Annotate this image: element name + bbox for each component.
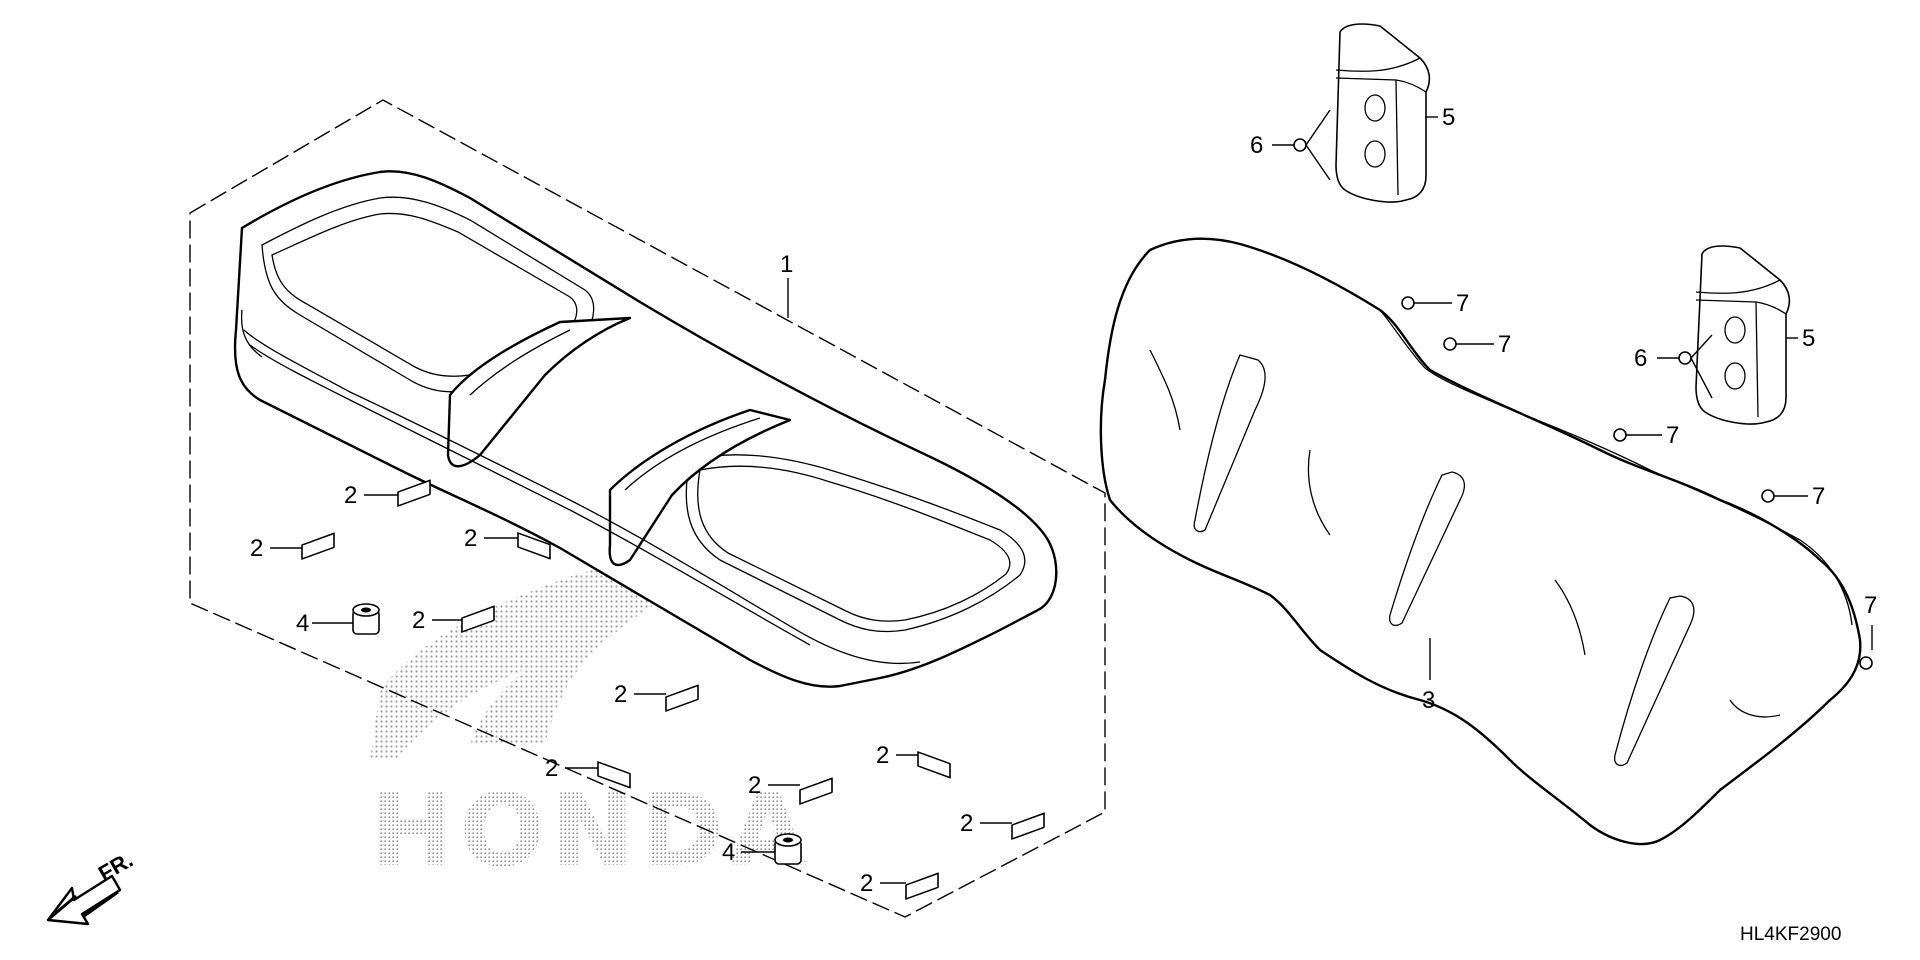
callout-back-clip: 7 xyxy=(1864,592,1877,619)
callout-clip: 2 xyxy=(960,810,973,837)
callout-back-clip: 7 xyxy=(1666,422,1679,449)
callout-back-clip: 7 xyxy=(1456,290,1469,317)
headrest-lower xyxy=(1695,245,1791,425)
callout-clip: 2 xyxy=(614,681,627,708)
back-clip xyxy=(1761,489,1775,503)
back-clip xyxy=(1443,337,1457,351)
watermark-text: HONDA xyxy=(370,772,813,889)
clip xyxy=(461,605,495,633)
callout-seat-cushion: 1 xyxy=(780,251,793,278)
callout-clip: 2 xyxy=(412,607,425,634)
callout-clip: 2 xyxy=(545,755,558,782)
front-label: FR. xyxy=(94,847,137,886)
front-arrow: FR. xyxy=(46,847,137,926)
back-clip xyxy=(1613,428,1627,442)
callout-seat-back: 3 xyxy=(1422,687,1435,714)
back-clip xyxy=(1859,656,1873,670)
callout-clip: 2 xyxy=(464,525,477,552)
callout-grommet: 4 xyxy=(296,610,309,637)
callout-grommet: 4 xyxy=(722,839,735,866)
headrest-nut xyxy=(1678,351,1692,365)
clip xyxy=(665,684,699,712)
clip xyxy=(1011,812,1045,840)
callout-clip: 2 xyxy=(876,742,889,769)
clip xyxy=(917,751,951,779)
clip xyxy=(517,532,551,560)
callout-headrest-nut: 6 xyxy=(1250,132,1263,159)
clip xyxy=(799,777,833,805)
seat-back xyxy=(1099,237,1862,846)
callouts: 1 2 2 2 2 4 2 2 2 2 2 4 2 3 5 5 6 6 7 7 … xyxy=(250,104,1877,897)
clip-parts xyxy=(301,479,1045,900)
callout-clip: 2 xyxy=(860,870,873,897)
callout-back-clip: 7 xyxy=(1498,331,1511,358)
clip xyxy=(397,479,431,507)
clip xyxy=(597,761,631,789)
seat-cushion xyxy=(233,170,1058,688)
callout-headrest: 5 xyxy=(1802,325,1815,352)
callout-clip: 2 xyxy=(250,535,263,562)
diagram-code: HL4KF2900 xyxy=(1740,924,1841,945)
nut-parts xyxy=(1293,138,1873,670)
callout-headrest: 5 xyxy=(1442,104,1455,131)
grommet xyxy=(774,833,802,865)
back-clip xyxy=(1401,296,1415,310)
leader-lines xyxy=(270,109,1873,884)
callout-headrest-nut: 6 xyxy=(1634,345,1647,372)
callout-clip: 2 xyxy=(344,482,357,509)
grommet xyxy=(352,603,380,635)
grommet-parts xyxy=(352,603,802,865)
assembly-boundary xyxy=(189,99,1106,918)
clip xyxy=(905,872,939,900)
callout-clip: 2 xyxy=(748,772,761,799)
headrest-nut xyxy=(1293,138,1307,152)
callout-back-clip: 7 xyxy=(1812,483,1825,510)
headrest-upper xyxy=(1335,23,1431,203)
front-arrow-icon xyxy=(46,874,122,926)
clip xyxy=(301,532,335,560)
